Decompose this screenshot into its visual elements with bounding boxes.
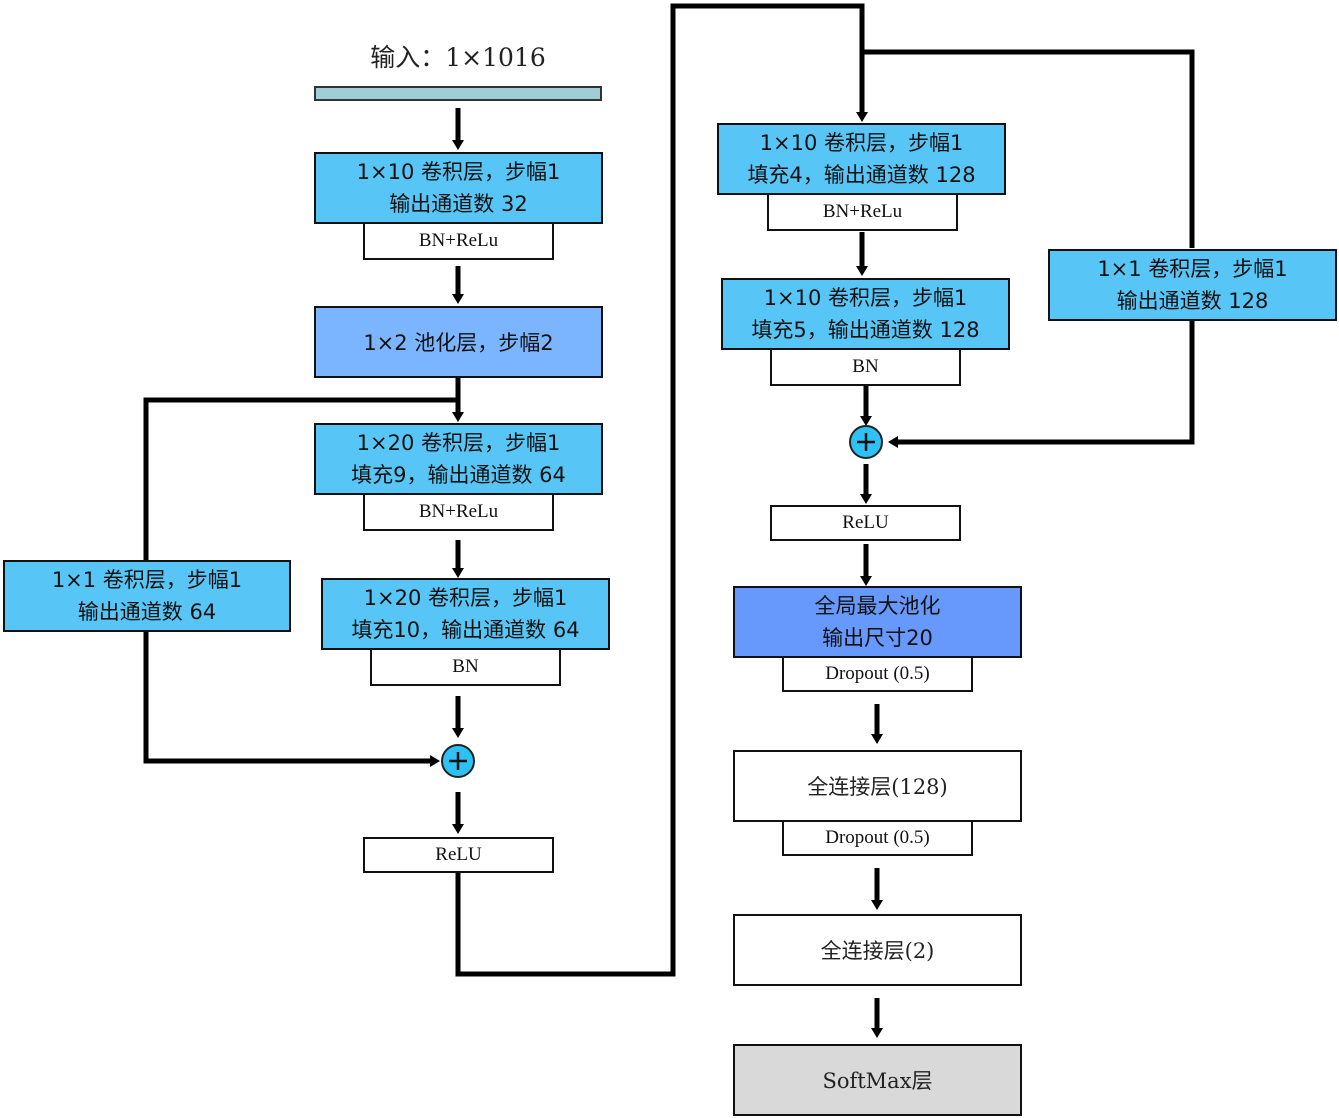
pool1-label: 1×2 池化层，步幅2	[363, 331, 554, 355]
global-pool-line2: 输出尺寸20	[822, 626, 933, 650]
left-relu: ReLU	[363, 837, 554, 873]
left-res-conv-b-line1: 1×20 卷积层，步幅1	[363, 586, 568, 610]
pool1-block: 1×2 池化层，步幅2	[314, 306, 603, 378]
right-res-conv-a-line1: 1×10 卷积层，步幅1	[759, 131, 964, 155]
skip-right-top	[862, 49, 1195, 248]
right-relu: ReLU	[770, 505, 961, 541]
global-max-pool: 全局最大池化 输出尺寸20	[733, 586, 1022, 658]
right-shortcut-line1: 1×1 卷积层，步幅1	[1097, 257, 1288, 281]
skip-left-top	[143, 397, 458, 560]
fc1-dropout: Dropout (0.5)	[782, 820, 973, 856]
left-res-conv-a-line1: 1×20 卷积层，步幅1	[356, 431, 561, 455]
crossover-path	[455, 3, 865, 977]
left-shortcut-line1: 1×1 卷积层，步幅1	[51, 568, 243, 592]
conv1-line1: 1×10 卷积层，步幅1	[356, 160, 561, 184]
input-label: 输入：1×1016	[370, 43, 546, 72]
right-shortcut-line2: 输出通道数 128	[1116, 289, 1269, 313]
right-res-conv-b-bn: BN	[770, 348, 961, 386]
right-res-conv-b: 1×10 卷积层，步幅1 填充5，输出通道数 128	[721, 278, 1010, 350]
global-pool-dropout: Dropout (0.5)	[782, 656, 973, 692]
left-shortcut-conv: 1×1 卷积层，步幅1 输出通道数 64	[3, 560, 291, 632]
fc1-block: 全连接层(128)	[733, 750, 1022, 822]
right-res-conv-a: 1×10 卷积层，步幅1 填充4，输出通道数 128	[717, 123, 1006, 195]
left-res-conv-b-bn: BN	[370, 648, 561, 686]
plus-circle-icon	[441, 744, 475, 778]
left-res-conv-a-bn-relu: BN+ReLu	[363, 493, 554, 531]
softmax-label: SoftMax层	[822, 1069, 933, 1093]
skip-left-bottom	[143, 632, 432, 764]
conv1-block: 1×10 卷积层，步幅1 输出通道数 32	[314, 152, 603, 224]
input-bar	[314, 86, 602, 101]
conv1-bn-relu: BN+ReLu	[363, 222, 554, 260]
softmax-block: SoftMax层	[733, 1044, 1022, 1116]
left-res-conv-a: 1×20 卷积层，步幅1 填充9，输出通道数 64	[314, 423, 603, 495]
global-pool-line1: 全局最大池化	[814, 594, 941, 618]
left-res-conv-b-line2: 填充10，输出通道数 64	[351, 618, 580, 642]
conv1-line2: 输出通道数 32	[389, 192, 528, 216]
fc2-label: 全连接层(2)	[820, 939, 935, 963]
left-shortcut-line2: 输出通道数 64	[77, 600, 217, 624]
fc1-label: 全连接层(128)	[807, 775, 948, 799]
left-res-conv-b: 1×20 卷积层，步幅1 填充10，输出通道数 64	[321, 578, 610, 650]
plus-circle-icon	[849, 425, 883, 459]
right-shortcut-conv: 1×1 卷积层，步幅1 输出通道数 128	[1048, 249, 1337, 321]
fc2-block: 全连接层(2)	[733, 914, 1022, 986]
left-res-conv-a-line2: 填充9，输出通道数 64	[351, 463, 566, 487]
right-res-conv-a-line2: 填充4，输出通道数 128	[747, 163, 976, 187]
right-res-conv-b-line2: 填充5，输出通道数 128	[751, 318, 980, 342]
skip-right-bottom	[896, 321, 1195, 445]
right-res-conv-b-line1: 1×10 卷积层，步幅1	[763, 286, 968, 310]
arrowheads	[430, 112, 898, 1038]
right-res-conv-a-bn-relu: BN+ReLu	[767, 193, 958, 231]
